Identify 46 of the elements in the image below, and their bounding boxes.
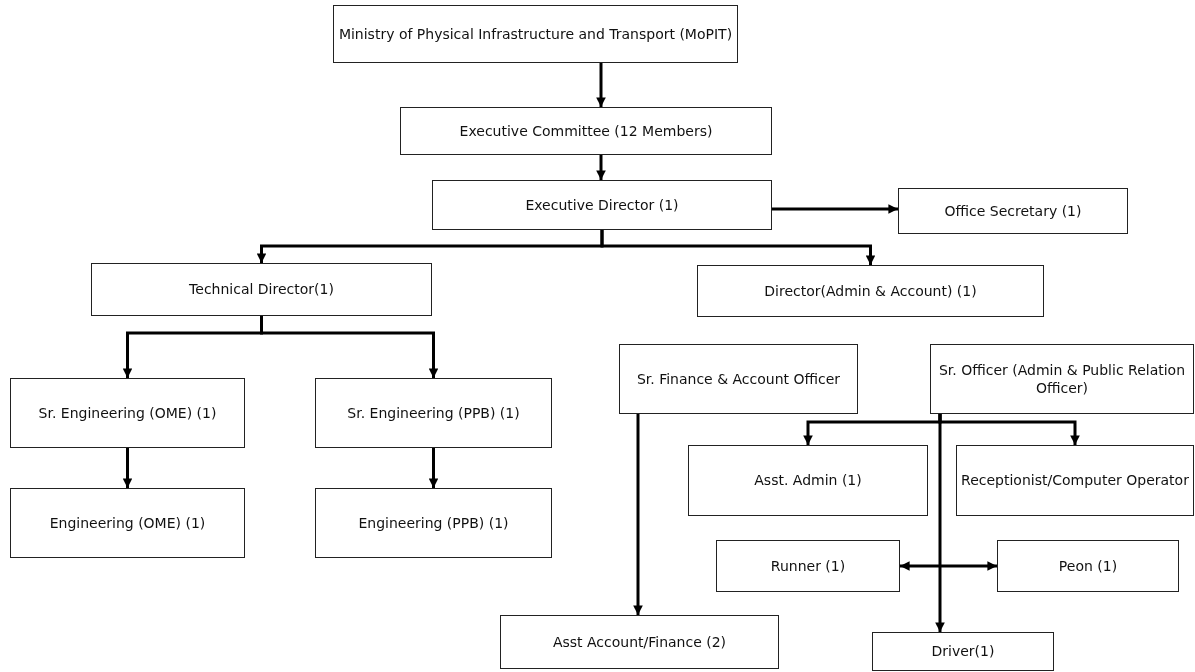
position-box [500,615,779,669]
position-box [10,488,245,558]
position-box [333,5,738,63]
position-box [432,180,772,230]
arrow [260,316,439,378]
position-title: Director(Admin & Account) (1) [763,281,978,301]
arrow [633,414,643,615]
position-title: Sr. Finance & Account Officer [635,369,842,389]
position-box [400,107,772,155]
position-title: Ministry of Physical Infrastructure and Transport (MoPIT) [337,24,734,44]
position-title: Runner (1) [769,556,847,576]
arrow [596,155,606,180]
position-title: Asst Account/Finance (2) [551,632,728,652]
position-box [10,378,245,448]
position-box [930,344,1194,414]
position-title: Executive Director (1) [524,195,680,215]
arrow [596,63,606,107]
arrow [900,561,997,571]
position-box [315,378,552,448]
arrow [122,448,133,488]
position-title: Engineering (OME) (1) [48,513,207,533]
position-title: Driver(1) [930,642,996,661]
position-box [619,344,858,414]
position-title: Engineering (PPB) (1) [357,513,510,533]
position-box [91,263,432,316]
position-box [688,445,928,516]
position-box [697,265,1044,317]
position-box [997,540,1179,592]
position-title: Sr. Engineering (PPB) (1) [346,403,521,423]
position-box [872,632,1054,671]
arrow [428,448,439,488]
arrow [935,414,945,632]
position-box [956,445,1194,516]
position-title: Sr. Officer (Admin & Public Relation Officer) [937,360,1187,398]
arrow [772,204,898,214]
position-title: Sr. Engineering (OME) (1) [37,403,218,423]
position-title: Executive Committee (12 Members) [458,121,714,141]
position-box [716,540,900,592]
arrow [600,230,876,265]
position-box [315,488,552,558]
position-title: Office Secretary (1) [943,201,1083,221]
position-title: Receptionist/Computer Operator [960,471,1190,490]
position-title: Asst. Admin (1) [753,471,863,490]
position-title: Peon (1) [1057,556,1119,576]
position-title: Technical Director(1) [188,280,335,299]
position-box [898,188,1128,234]
